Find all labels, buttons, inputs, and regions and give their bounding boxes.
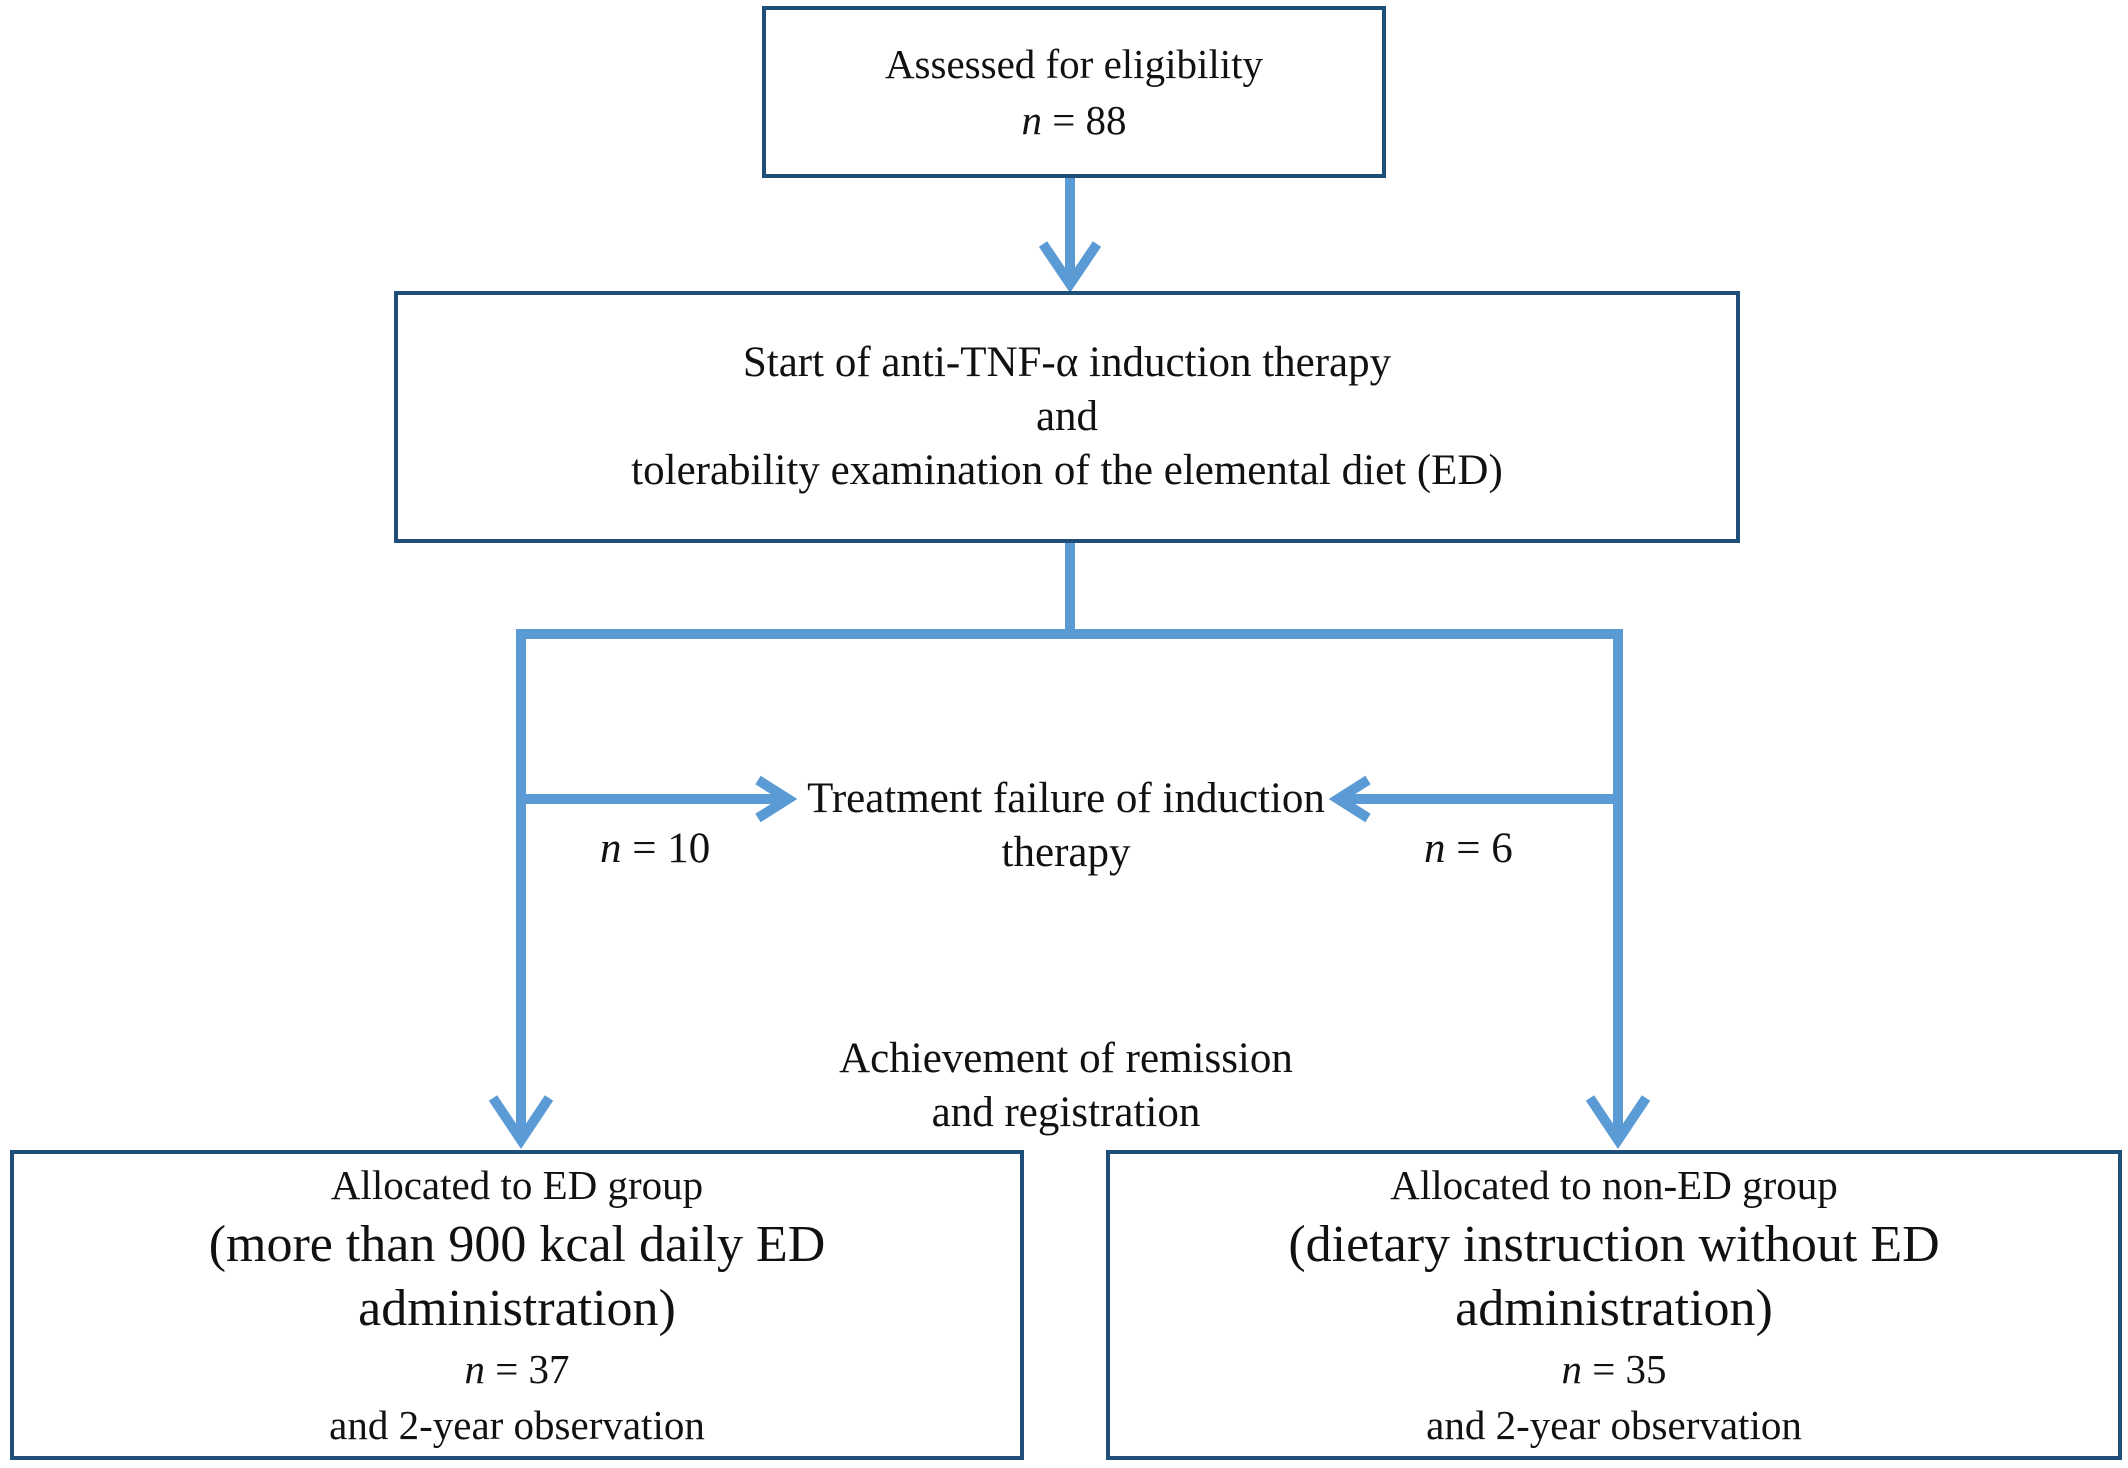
ed-group-title: Allocated to ED group: [330, 1162, 704, 1208]
induction-line-1: Start of anti-TNF-α induction therapy: [742, 339, 1392, 386]
treatment-failure-line-2: therapy: [1001, 829, 1131, 876]
n-symbol: n: [1424, 825, 1446, 872]
arrowhead-right-failure: [1328, 775, 1371, 823]
non-ed-group-count: n = 35: [1561, 1341, 1666, 1397]
non-ed-group-count-value: = 35: [1581, 1346, 1667, 1392]
non-ed-group-detail-2: administration): [1455, 1280, 1773, 1337]
induction-box: Start of anti-TNF-α induction therapy an…: [394, 291, 1740, 543]
arrowhead-non-ed-group: [1585, 1095, 1651, 1150]
ed-group-count-value: = 37: [484, 1346, 570, 1392]
arrowhead-induction: [1038, 241, 1102, 293]
induction-line-3: tolerability examination of the elementa…: [631, 447, 1503, 494]
treatment-failure-label: Treatment failure of induction therapy: [766, 772, 1366, 880]
induction-line-2: and: [1035, 393, 1099, 440]
ed-group-count: n = 37: [464, 1341, 569, 1397]
n-symbol: n: [600, 825, 622, 872]
ed-group-detail-1: (more than 900 kcal daily ED: [208, 1216, 826, 1273]
non-ed-group-box: Allocated to non-ED group (dietary instr…: [1106, 1150, 2122, 1460]
arrowhead-ed-group: [488, 1095, 554, 1150]
remission-line-1: Achievement of remission: [839, 1035, 1293, 1082]
non-ed-group-title: Allocated to non-ED group: [1390, 1162, 1838, 1208]
remission-line-2: and registration: [931, 1089, 1201, 1136]
non-ed-group-detail-1: (dietary instruction without ED: [1288, 1216, 1940, 1273]
eligibility-box: Assessed for eligibility n = 88: [762, 6, 1386, 178]
left-failure-count: n = 10: [600, 824, 710, 873]
ed-group-detail-2: administration): [358, 1280, 676, 1337]
n-symbol: n: [464, 1346, 485, 1392]
treatment-failure-line-1: Treatment failure of induction: [807, 775, 1325, 822]
ed-group-box: Allocated to ED group (more than 900 kca…: [10, 1150, 1024, 1460]
n-symbol: n: [1561, 1346, 1582, 1392]
arrowhead-left-failure: [755, 775, 798, 823]
eligibility-title: Assessed for eligibility: [884, 41, 1264, 87]
left-failure-count-value: = 10: [621, 825, 711, 872]
eligibility-count: n = 88: [1021, 92, 1126, 148]
n-symbol: n: [1021, 97, 1042, 143]
non-ed-group-footer: and 2-year observation: [1426, 1402, 1802, 1448]
ed-group-footer: and 2-year observation: [329, 1402, 705, 1448]
eligibility-count-value: = 88: [1041, 97, 1127, 143]
right-failure-count: n = 6: [1424, 824, 1513, 873]
remission-label: Achievement of remission and registratio…: [766, 1032, 1366, 1140]
right-failure-count-value: = 6: [1445, 825, 1513, 872]
